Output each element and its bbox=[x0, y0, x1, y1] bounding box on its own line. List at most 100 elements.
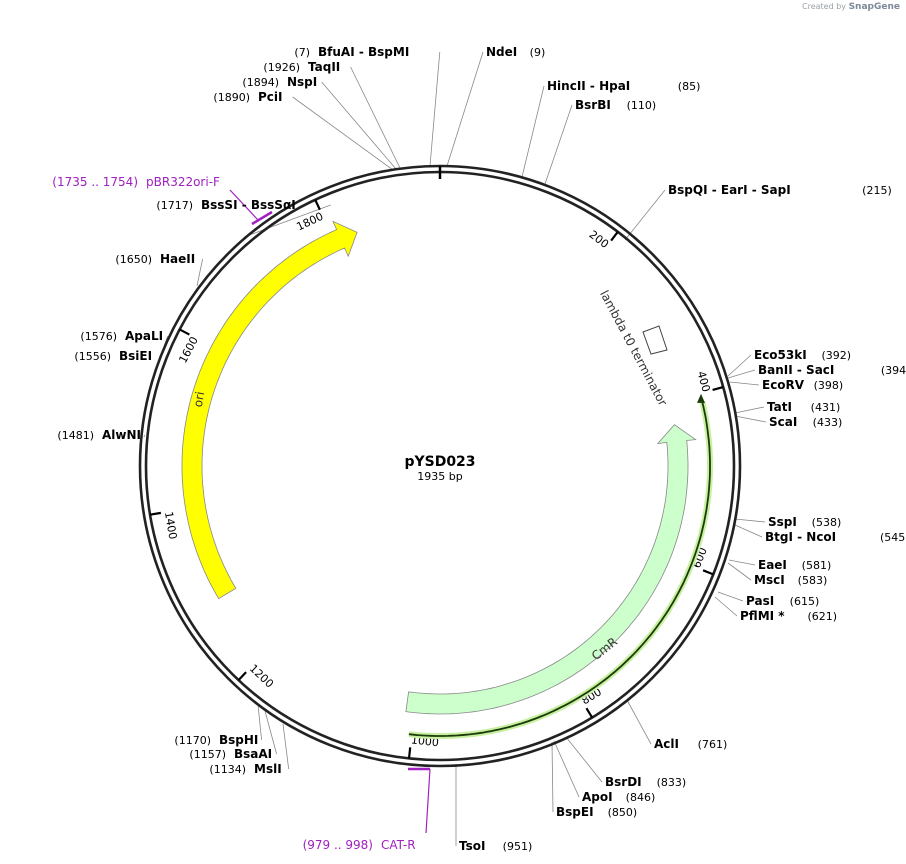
leader-pasi bbox=[717, 591, 744, 602]
tick-mark-1000 bbox=[407, 747, 412, 759]
site-pos-bsrbi: (110) bbox=[627, 99, 657, 112]
site-ecorv: EcoRV (398) bbox=[762, 378, 843, 392]
site-pos-ecorv: (398) bbox=[814, 379, 844, 392]
site-haeii: (1650)HaeII bbox=[115, 252, 195, 266]
leader-bspqi-eari-sapi bbox=[624, 189, 666, 241]
site-pos-nspi: (1894) bbox=[242, 76, 279, 89]
leader-bsrbi bbox=[544, 104, 573, 185]
site-pos-taqii: (1926) bbox=[263, 61, 300, 74]
tick-label-1200: 1200 bbox=[247, 662, 276, 691]
site-bsrbi: BsrBI (110) bbox=[575, 98, 656, 112]
site-pos-eco53ki: (392) bbox=[821, 349, 851, 362]
site-pos-bfuai-bspmi: (7) bbox=[294, 46, 310, 59]
site-name-bsrdi: BsrDI bbox=[605, 775, 642, 789]
tick-mark-1200 bbox=[237, 671, 247, 681]
pbr322ori-f-range: (1735 .. 1754) bbox=[52, 175, 138, 189]
site-name-msli: MslI bbox=[254, 762, 282, 776]
site-pos-bspqi-eari-sapi: (215) bbox=[862, 184, 892, 197]
site-name-ecorv: EcoRV bbox=[762, 378, 805, 392]
tick-mark-1400 bbox=[149, 511, 162, 516]
site-leader-lines bbox=[143, 51, 767, 846]
site-pos-eaei: (581) bbox=[802, 559, 832, 572]
site-name-tati: TatI bbox=[767, 400, 792, 414]
leader-pflmi bbox=[714, 596, 738, 617]
lambda-t0-terminator-arrow bbox=[642, 325, 668, 355]
site-pos-acli: (761) bbox=[698, 738, 728, 751]
leader-bsssi-bsss-i bbox=[243, 204, 331, 238]
site-banii-saci: BanII - SacI(394) bbox=[758, 363, 906, 377]
site-pos-tsoi: (951) bbox=[503, 840, 533, 853]
site-name-bspei: BspEI bbox=[556, 805, 594, 819]
ori-feature-arrow bbox=[181, 220, 358, 600]
site-sspi: SspI(538) bbox=[768, 515, 841, 529]
site-pos-banii-saci: (394) bbox=[881, 364, 906, 377]
site-name-pflmi: PflMI * bbox=[740, 609, 785, 623]
leader-banii-saci bbox=[727, 369, 756, 379]
site-msli: (1134) MslI bbox=[209, 762, 281, 776]
leader-acli bbox=[626, 699, 652, 745]
cat-r-label: CAT-R bbox=[381, 838, 416, 852]
site-name-hincii-hpai: HincII - HpaI bbox=[547, 79, 630, 93]
leader-haeii bbox=[196, 258, 203, 287]
site-tati: TatI(431) bbox=[767, 400, 840, 414]
leader-taqii bbox=[350, 66, 401, 169]
site-pos-pasi: (615) bbox=[790, 595, 820, 608]
site-nspi: (1894) NspI bbox=[242, 75, 317, 89]
leader-bsrdi bbox=[565, 736, 603, 783]
leader-bsphi bbox=[257, 704, 262, 741]
site-eaei: EaeI(581) bbox=[758, 558, 831, 572]
site-pos-msli: (1134) bbox=[209, 763, 246, 776]
site-pos-msci: (583) bbox=[798, 574, 828, 587]
primer-annotations: (1735 .. 1754)pBR322ori-F(979 .. 998)CAT… bbox=[52, 175, 431, 852]
site-bsaai: (1157)BsaAI bbox=[189, 747, 272, 761]
leader-bspei bbox=[551, 741, 554, 813]
site-name-haeii: HaeII bbox=[160, 252, 195, 266]
site-pos-alwni: (1481) bbox=[57, 429, 94, 442]
leader-msli bbox=[282, 723, 290, 770]
tick-label-1400: 1400 bbox=[162, 511, 179, 541]
leader-pcii bbox=[292, 96, 394, 171]
credit-prefix: Created by bbox=[802, 2, 847, 11]
site-pos-hincii-hpai: (85) bbox=[678, 80, 701, 93]
site-pos-bsphi: (1170) bbox=[174, 734, 211, 747]
site-name-bsphi: BspHI bbox=[219, 733, 258, 747]
site-pos-scai: (433) bbox=[813, 416, 843, 429]
site-apoi: ApoI(846) bbox=[582, 790, 655, 804]
site-pos-pflmi: (621) bbox=[807, 610, 837, 623]
tick-mark-400 bbox=[712, 385, 724, 392]
site-name-nspi: NspI bbox=[287, 75, 317, 89]
site-name-bspqi-eari-sapi: BspQI - EarI - SapI bbox=[668, 183, 791, 197]
tick-mark-600 bbox=[702, 569, 714, 576]
leader-msci bbox=[727, 562, 752, 581]
tick-label-200: 200 bbox=[587, 228, 612, 251]
site-pos-bsssi-bsss-i: (1717) bbox=[156, 199, 193, 212]
leader-ndei bbox=[446, 51, 484, 167]
site-name-apali: ApaLI bbox=[125, 329, 163, 343]
snapgene-credit: Created by SnapGene bbox=[802, 2, 900, 12]
site-bfuai-bspmi: (7) BfuAI - BspMI bbox=[294, 45, 409, 59]
cat-r-primer-leader bbox=[425, 768, 431, 834]
snapgene-logo: SnapGene bbox=[848, 2, 900, 12]
site-name-acli: AclI bbox=[654, 737, 679, 751]
site-pos-ndei: (9) bbox=[530, 46, 546, 59]
leader-sspi bbox=[734, 518, 766, 523]
site-pos-btgi-ncoi: (545) bbox=[880, 531, 906, 544]
site-tsoi: TsoI(951) bbox=[459, 839, 532, 853]
leader-alwni bbox=[143, 434, 145, 438]
map-center: pYSD023 1935 bp bbox=[404, 454, 475, 483]
cds-track-line bbox=[408, 401, 711, 737]
site-pos-sspi: (538) bbox=[812, 516, 842, 529]
site-btgi-ncoi: BtgI - NcoI(545) bbox=[765, 530, 906, 544]
site-name-bsaai: BsaAI bbox=[234, 747, 272, 761]
site-pos-pcii: (1890) bbox=[213, 91, 250, 104]
leader-bsaai bbox=[264, 710, 277, 755]
site-apali: (1576)ApaLI bbox=[80, 329, 163, 343]
site-name-bfuai-bspmi: BfuAI - BspMI bbox=[318, 45, 409, 59]
site-name-bsrbi: BsrBI bbox=[575, 98, 611, 112]
leader-eaei bbox=[728, 559, 756, 566]
site-alwni: (1481)AlwNI bbox=[57, 428, 141, 442]
site-scai: ScaI(433) bbox=[769, 415, 842, 429]
site-name-bsiei: BsiEI bbox=[119, 349, 152, 363]
site-bspqi-eari-sapi: BspQI - EarI - SapI (215) bbox=[668, 183, 892, 197]
leader-scai bbox=[734, 415, 767, 423]
